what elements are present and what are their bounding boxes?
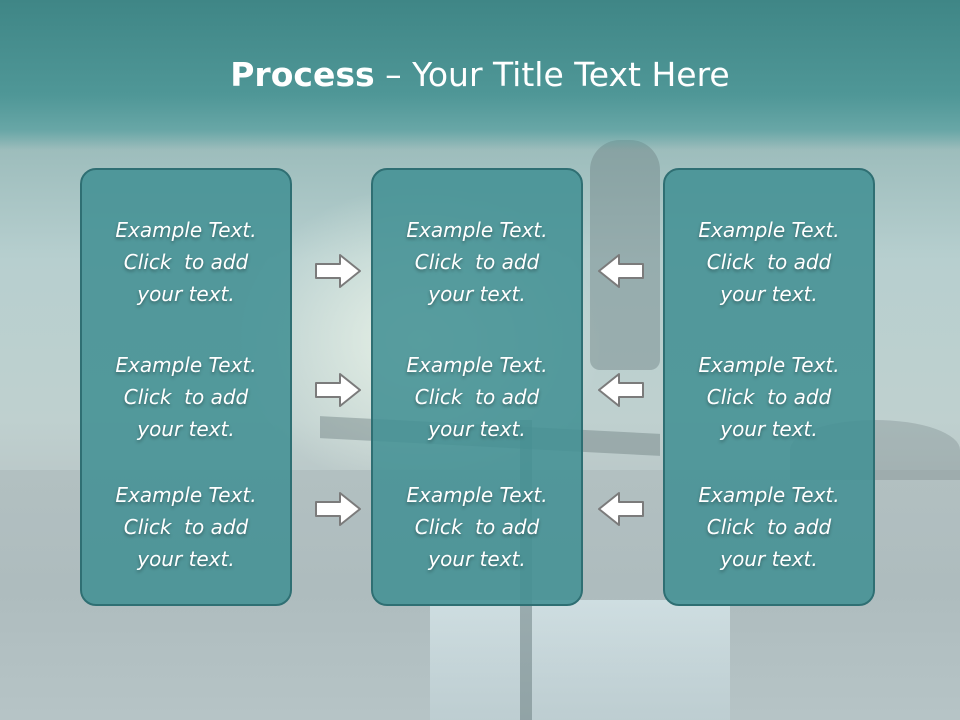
arrow-right-icon (314, 491, 362, 527)
text-placeholder[interactable]: Example Text. Click to add your text. (665, 214, 873, 310)
text-line: your text. (720, 547, 818, 571)
text-line: Example Text. (698, 218, 840, 242)
background-skater-silhouette (590, 140, 660, 370)
text-placeholder[interactable]: Example Text. Click to add your text. (373, 349, 581, 445)
text-line: Click to add (123, 385, 249, 409)
text-line: Click to add (706, 250, 832, 274)
text-line: Example Text. (115, 483, 257, 507)
text-line: your text. (428, 547, 526, 571)
text-line: Example Text. (698, 353, 840, 377)
title-rest: – Your Title Text Here (374, 55, 730, 94)
text-placeholder[interactable]: Example Text. Click to add your text. (82, 479, 290, 575)
background-ramp (430, 600, 730, 720)
text-line: Click to add (706, 515, 832, 539)
text-line: your text. (137, 417, 235, 441)
text-line: Click to add (414, 385, 540, 409)
text-line: your text. (137, 282, 235, 306)
arrow-left-icon (597, 253, 645, 289)
text-placeholder[interactable]: Example Text. Click to add your text. (82, 349, 290, 445)
text-line: your text. (428, 282, 526, 306)
text-line: Click to add (123, 515, 249, 539)
text-line: Click to add (414, 250, 540, 274)
title-band (0, 0, 960, 150)
arrow-right-icon (314, 372, 362, 408)
text-line: your text. (428, 417, 526, 441)
text-line: your text. (720, 417, 818, 441)
arrow-left-icon (597, 372, 645, 408)
process-box-left[interactable]: Example Text. Click to add your text. Ex… (80, 168, 292, 606)
text-line: Example Text. (406, 218, 548, 242)
text-line: your text. (137, 547, 235, 571)
title-bold: Process (230, 55, 375, 94)
text-line: Example Text. (406, 353, 548, 377)
text-placeholder[interactable]: Example Text. Click to add your text. (665, 479, 873, 575)
text-line: Example Text. (698, 483, 840, 507)
arrow-right-icon (314, 253, 362, 289)
text-placeholder[interactable]: Example Text. Click to add your text. (82, 214, 290, 310)
process-box-center[interactable]: Example Text. Click to add your text. Ex… (371, 168, 583, 606)
text-line: your text. (720, 282, 818, 306)
text-placeholder[interactable]: Example Text. Click to add your text. (665, 349, 873, 445)
slide-title[interactable]: Process – Your Title Text Here (0, 52, 960, 98)
text-line: Click to add (123, 250, 249, 274)
text-line: Example Text. (115, 218, 257, 242)
text-line: Click to add (414, 515, 540, 539)
text-line: Click to add (706, 385, 832, 409)
arrow-left-icon (597, 491, 645, 527)
text-line: Example Text. (115, 353, 257, 377)
text-placeholder[interactable]: Example Text. Click to add your text. (373, 214, 581, 310)
text-line: Example Text. (406, 483, 548, 507)
process-box-right[interactable]: Example Text. Click to add your text. Ex… (663, 168, 875, 606)
text-placeholder[interactable]: Example Text. Click to add your text. (373, 479, 581, 575)
